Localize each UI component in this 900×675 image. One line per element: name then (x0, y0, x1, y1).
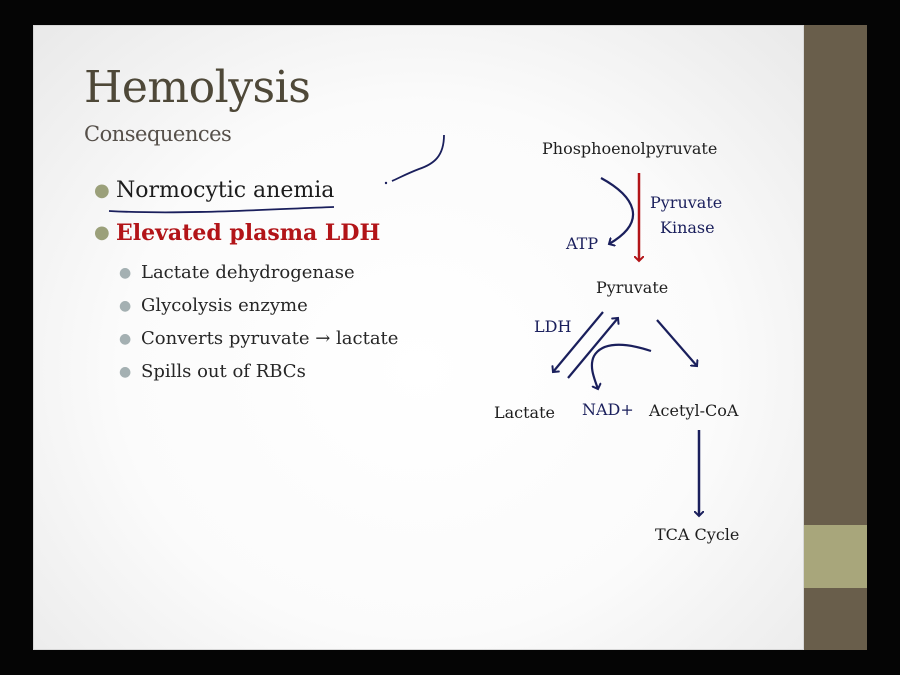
node-acetyl-coa: Acetyl-CoA (649, 401, 739, 420)
enzyme-ldh: LDH (534, 317, 572, 336)
bullet-dot-icon: ● (119, 364, 132, 380)
bullet-dot-icon: ● (94, 222, 110, 243)
ink-underline-annotation (108, 206, 335, 214)
bullet-dot-icon: ● (119, 265, 132, 281)
sub-bullet-text: Converts pyruvate → lactate (141, 328, 399, 349)
slide-title: Hemolysis (84, 62, 311, 113)
enzyme-pyruvate-kinase-line2: Kinase (660, 218, 715, 237)
bullet-list: ● Normocytic anemia ● Elevated plasma LD… (94, 178, 398, 394)
bullet-dot-icon: ● (119, 298, 132, 314)
bullet-text: Elevated plasma LDH (116, 220, 381, 246)
node-nad-plus: NAD+ (582, 400, 634, 419)
ink-curve-annotation (391, 134, 445, 182)
theme-sidebar (804, 25, 867, 650)
slide-subtitle: Consequences (84, 122, 232, 146)
bullet-normocytic-anemia: ● Normocytic anemia (94, 178, 334, 220)
theme-sidebar-accent (804, 525, 867, 588)
arrow-lactate-to-pyruvate (567, 318, 618, 379)
enzyme-pyruvate-kinase-line1: Pyruvate (650, 193, 723, 212)
bullet-elevated-ldh: ● Elevated plasma LDH (94, 220, 380, 262)
arrow-pyruvate-to-lactate (553, 311, 604, 372)
node-lactate: Lactate (494, 403, 555, 422)
arrow-pyruvate-to-acetyl-coa (656, 319, 697, 366)
sub-bullet-text: Lactate dehydrogenase (141, 262, 355, 283)
bullet-text: Normocytic anemia (116, 178, 335, 203)
ink-dot-annotation (384, 181, 388, 185)
slide-canvas: Hemolysis Consequences ● Normocytic anem… (33, 25, 804, 650)
sub-bullet-text: Spills out of RBCs (141, 361, 306, 382)
node-tca-cycle: TCA Cycle (655, 525, 740, 544)
node-pyruvate: Pyruvate (596, 278, 669, 297)
sub-bullet-text: Glycolysis enzyme (141, 295, 308, 316)
bullet-dot-icon: ● (119, 331, 132, 347)
arrow-atp-curve (600, 177, 635, 244)
diagram-arrows (108, 134, 805, 651)
node-atp: ATP (566, 234, 599, 253)
node-phosphoenolpyruvate: Phosphoenolpyruvate (542, 139, 718, 158)
arrow-nad-curve (590, 343, 652, 389)
bullet-dot-icon: ● (94, 180, 110, 201)
